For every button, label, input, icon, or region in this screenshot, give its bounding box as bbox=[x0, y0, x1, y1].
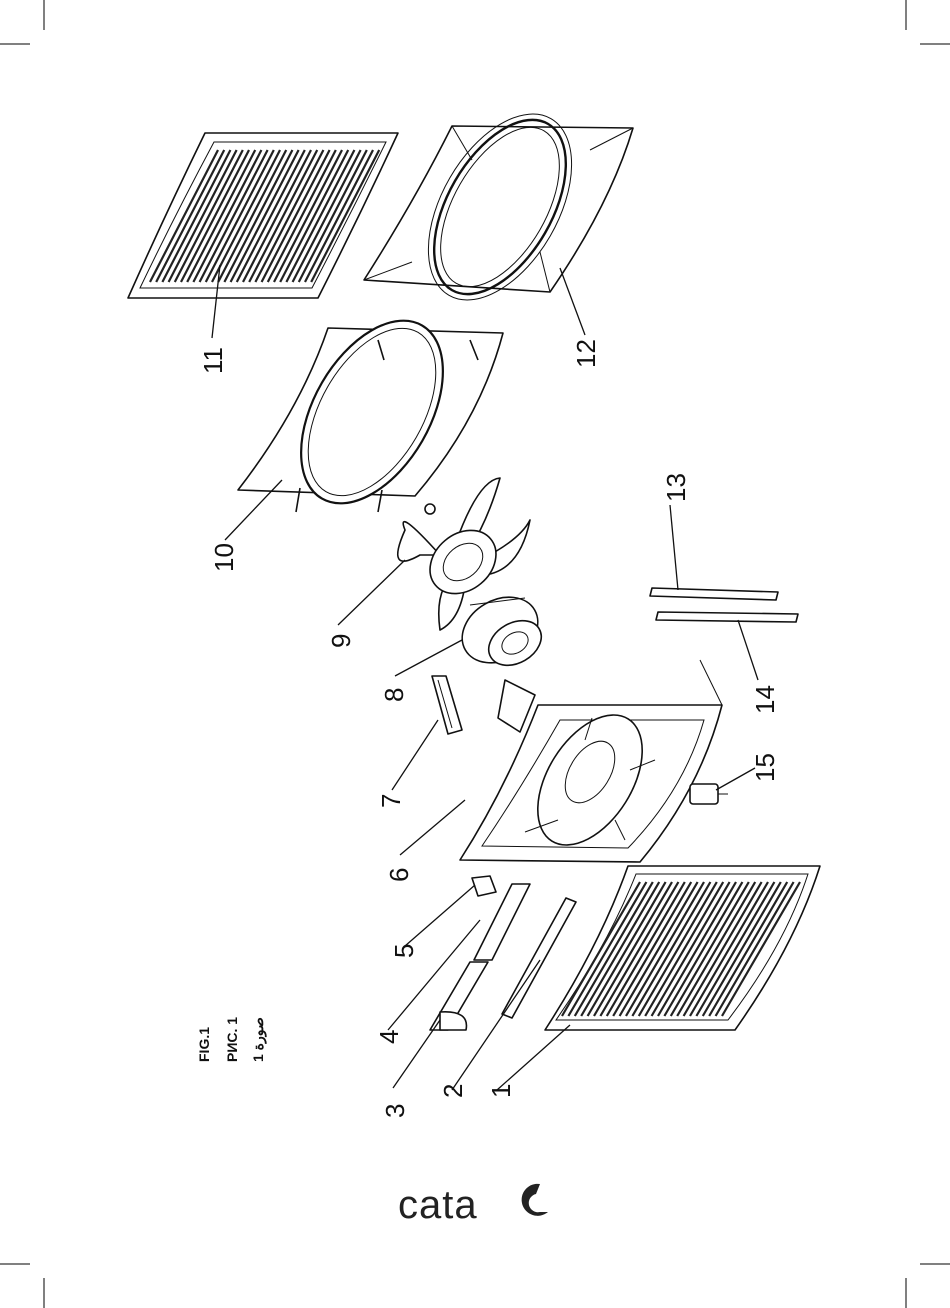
part-6-housing bbox=[460, 660, 722, 863]
part-11-outer-grille bbox=[128, 133, 398, 298]
callout-1: 1 bbox=[486, 1084, 516, 1098]
callout-9: 9 bbox=[326, 634, 356, 648]
callout-6: 6 bbox=[384, 868, 414, 882]
callout-11: 11 bbox=[198, 347, 228, 374]
part-14-strip bbox=[656, 612, 798, 622]
fig-label-en: FIG.1 bbox=[196, 1027, 212, 1062]
callout-3: 3 bbox=[380, 1104, 410, 1118]
callout-13: 13 bbox=[661, 473, 691, 502]
part-1-front-grille bbox=[545, 866, 820, 1030]
part-3-cover bbox=[430, 962, 488, 1030]
part-13-rail bbox=[650, 588, 778, 600]
callout-14: 14 bbox=[750, 685, 780, 714]
brand-name: cata bbox=[398, 1183, 478, 1227]
part-10-mounting-frame bbox=[238, 296, 503, 527]
callout-8: 8 bbox=[379, 688, 409, 702]
brand-mark-icon bbox=[522, 1184, 548, 1216]
part-8-motor bbox=[450, 584, 549, 676]
callout-5: 5 bbox=[389, 944, 419, 958]
callout-15: 15 bbox=[750, 753, 780, 782]
figure-caption: FIG.1 РИС. 1 صورة 1 bbox=[196, 1017, 267, 1062]
brand-logo: cata bbox=[398, 1183, 548, 1227]
callout-2: 2 bbox=[438, 1084, 468, 1098]
callout-4: 4 bbox=[374, 1030, 404, 1044]
callout-7: 7 bbox=[376, 794, 406, 808]
callout-12: 12 bbox=[571, 339, 601, 368]
fig-label-ru: РИС. 1 bbox=[224, 1017, 240, 1062]
part-7-bracket bbox=[432, 676, 462, 734]
part-12-back-plate bbox=[364, 90, 633, 325]
fig-label-ar: صورة 1 bbox=[250, 1017, 267, 1062]
part-5-clip bbox=[472, 876, 496, 896]
callout-10: 10 bbox=[209, 543, 239, 572]
